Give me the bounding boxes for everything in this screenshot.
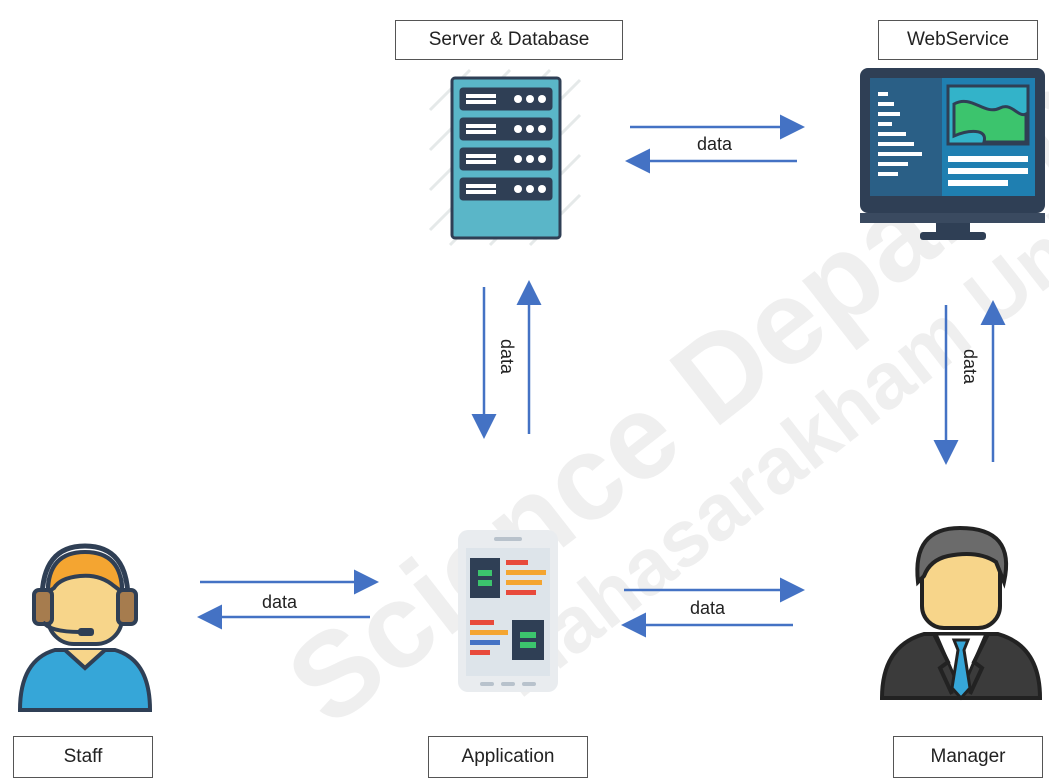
manager-person-icon	[879, 525, 1043, 701]
flow-label-staff-app: data	[262, 592, 298, 612]
application-phone-icon	[458, 530, 558, 692]
flow-label-server-webservice: data	[697, 134, 733, 154]
webservice-label: WebService	[878, 20, 1038, 60]
staff-person-icon	[17, 543, 153, 712]
server-database-icon	[428, 68, 582, 247]
monitor-icon	[860, 68, 1045, 240]
manager-label: Manager	[893, 736, 1043, 778]
server-label: Server & Database	[395, 20, 623, 60]
flow-label-webservice-manager: data	[960, 348, 981, 385]
flow-label-server-app: data	[497, 338, 518, 375]
application-label: Application	[428, 736, 588, 778]
flow-label-app-manager: data	[690, 598, 726, 618]
